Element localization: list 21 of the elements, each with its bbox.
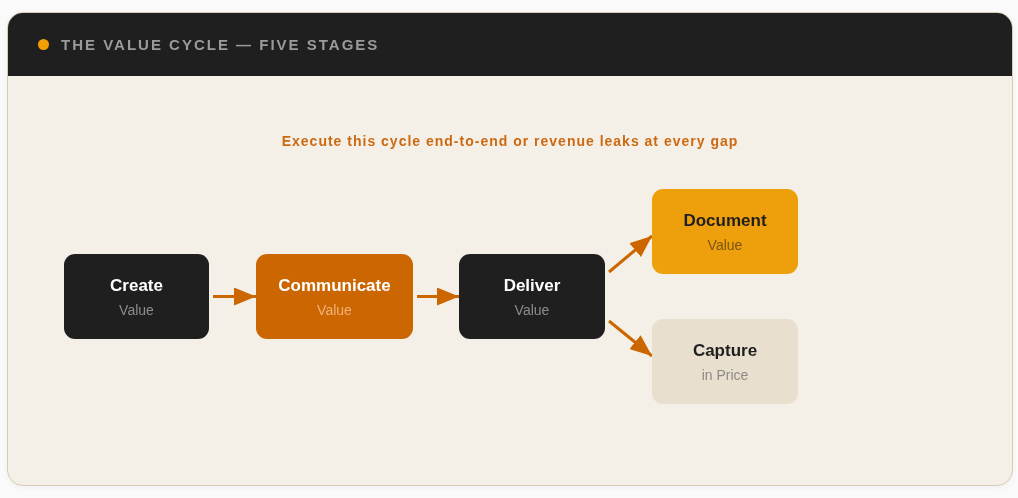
arrow bbox=[608, 234, 653, 274]
stage-subtitle: Value bbox=[707, 236, 743, 253]
diagram-title: THE VALUE CYCLE — FIVE STAGES bbox=[61, 36, 380, 53]
arrow bbox=[608, 319, 653, 358]
stage-subtitle: Value bbox=[317, 301, 352, 318]
stage-box bbox=[459, 254, 605, 339]
stage-name: Communicate bbox=[278, 275, 391, 296]
stage-box bbox=[652, 189, 798, 274]
stage-name: Document bbox=[683, 210, 767, 231]
stage-box bbox=[652, 319, 798, 404]
tagline-text: Execute this cycle end-to-end or revenue leaks at every gap bbox=[281, 133, 739, 149]
stage-subtitle: Value bbox=[119, 301, 154, 318]
stage-subtitle: Value bbox=[514, 301, 550, 318]
arrow bbox=[417, 287, 459, 306]
stage-name: Capture bbox=[692, 340, 758, 361]
stage-box bbox=[64, 254, 209, 339]
stage-name: Create bbox=[110, 275, 163, 296]
stage-box bbox=[256, 254, 413, 339]
stage-subtitle: in Price bbox=[701, 366, 749, 383]
arrow bbox=[213, 287, 256, 306]
stage-name: Deliver bbox=[503, 275, 561, 296]
